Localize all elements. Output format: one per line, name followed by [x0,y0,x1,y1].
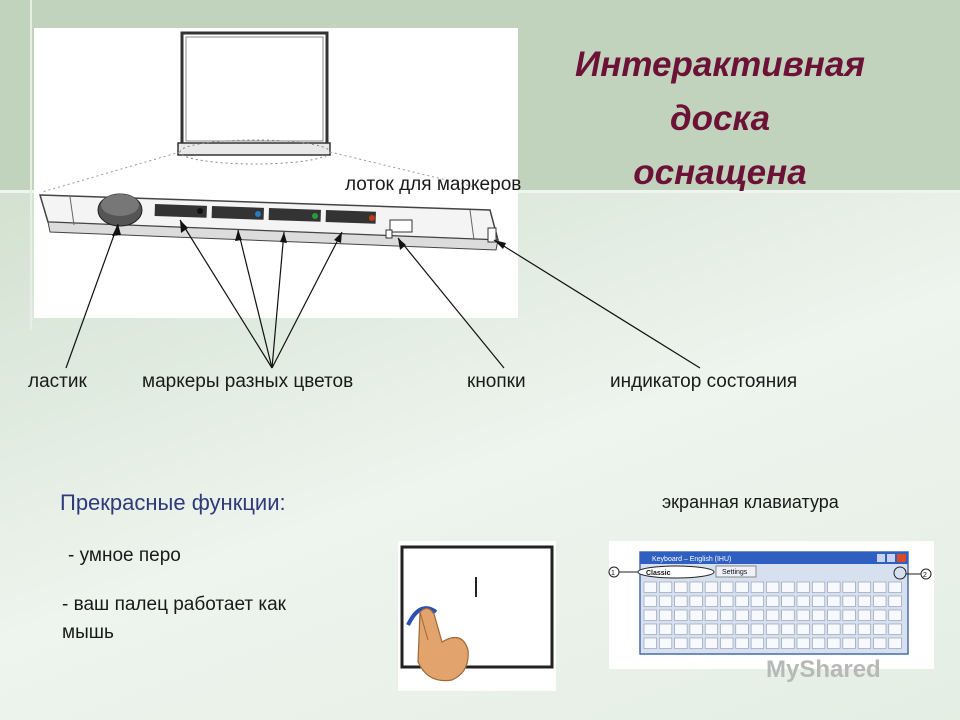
keyboard-key [858,610,871,621]
keyboard-key [721,624,734,635]
keyboard-settings-tab: Settings [722,569,748,576]
keyboard-key [659,610,672,621]
watermark: MyShared [766,656,881,684]
keyboard-key [751,596,764,607]
keyboard-key [675,596,688,607]
keyboard-key [858,596,871,607]
keyboard-key [751,610,764,621]
keyboard-key [751,638,764,649]
keyboard-key [858,624,871,635]
keyboard-key [812,610,825,621]
keyboard-key [721,638,734,649]
keyboard-key [828,638,841,649]
keyboard-key [782,638,795,649]
keyboard-key [797,582,810,593]
keyboard-key [889,638,902,649]
keyboard-key [843,638,856,649]
keyboard-key [797,638,810,649]
keyboard-key [874,638,887,649]
keyboard-key [874,610,887,621]
keyboard-key [751,624,764,635]
keyboard-key [675,638,688,649]
keyboard-key [736,638,749,649]
keyboard-key [690,610,703,621]
keyboard-key [766,624,779,635]
keyboard-key [736,624,749,635]
keyboard-window-title: Keyboard – English (IHU) [652,556,731,563]
keyboard-key [675,610,688,621]
keyboard-key [812,624,825,635]
keyboard-key [889,624,902,635]
keyboard-key [766,610,779,621]
keyboard-key [797,610,810,621]
keyboard-key [644,582,657,593]
keyboard-key [644,596,657,607]
keyboard-key [644,624,657,635]
keyboard-key [721,610,734,621]
keyboard-key [766,596,779,607]
keyboard-key [828,596,841,607]
keyboard-key [659,624,672,635]
callout-2: 2 [923,572,927,579]
keyboard-key [690,638,703,649]
keyboard-key [858,638,871,649]
keyboard-key [659,582,672,593]
keyboard-key [736,610,749,621]
callout-1: 1 [611,570,615,577]
keyboard-key [675,624,688,635]
keyboard-key [644,610,657,621]
keyboard-key [889,596,902,607]
keyboard-key [782,610,795,621]
keyboard-key [705,596,718,607]
keyboard-mode-tab: Classic [646,570,671,577]
keyboard-key [721,582,734,593]
keyboard-key [766,582,779,593]
keyboard-key [736,596,749,607]
keyboard-key [690,624,703,635]
keyboard-key [843,624,856,635]
keyboard-key [782,582,795,593]
keyboard-key [705,610,718,621]
keyboard-key [874,624,887,635]
keyboard-key [874,582,887,593]
keyboard-key [843,610,856,621]
keyboard-key [705,624,718,635]
keyboard-key [828,624,841,635]
keyboard-key [659,638,672,649]
keyboard-key [675,582,688,593]
keyboard-key [736,582,749,593]
keyboard-key [812,596,825,607]
keyboard-key [812,638,825,649]
keyboard-keys [644,582,901,649]
keyboard-key [812,582,825,593]
keyboard-key [797,624,810,635]
keyboard-key [721,596,734,607]
keyboard-key [843,596,856,607]
keyboard-key [828,610,841,621]
keyboard-key [782,596,795,607]
keyboard-key [889,582,902,593]
keyboard-key [843,582,856,593]
keyboard-key [766,638,779,649]
keyboard-key [751,582,764,593]
keyboard-key [659,596,672,607]
keyboard-key [705,638,718,649]
keyboard-key [782,624,795,635]
keyboard-key [889,610,902,621]
keyboard-key [690,596,703,607]
keyboard-key [644,638,657,649]
keyboard-key [705,582,718,593]
keyboard-key [797,596,810,607]
keyboard-key [690,582,703,593]
keyboard-key [874,596,887,607]
keyboard-key [828,582,841,593]
keyboard-key [858,582,871,593]
